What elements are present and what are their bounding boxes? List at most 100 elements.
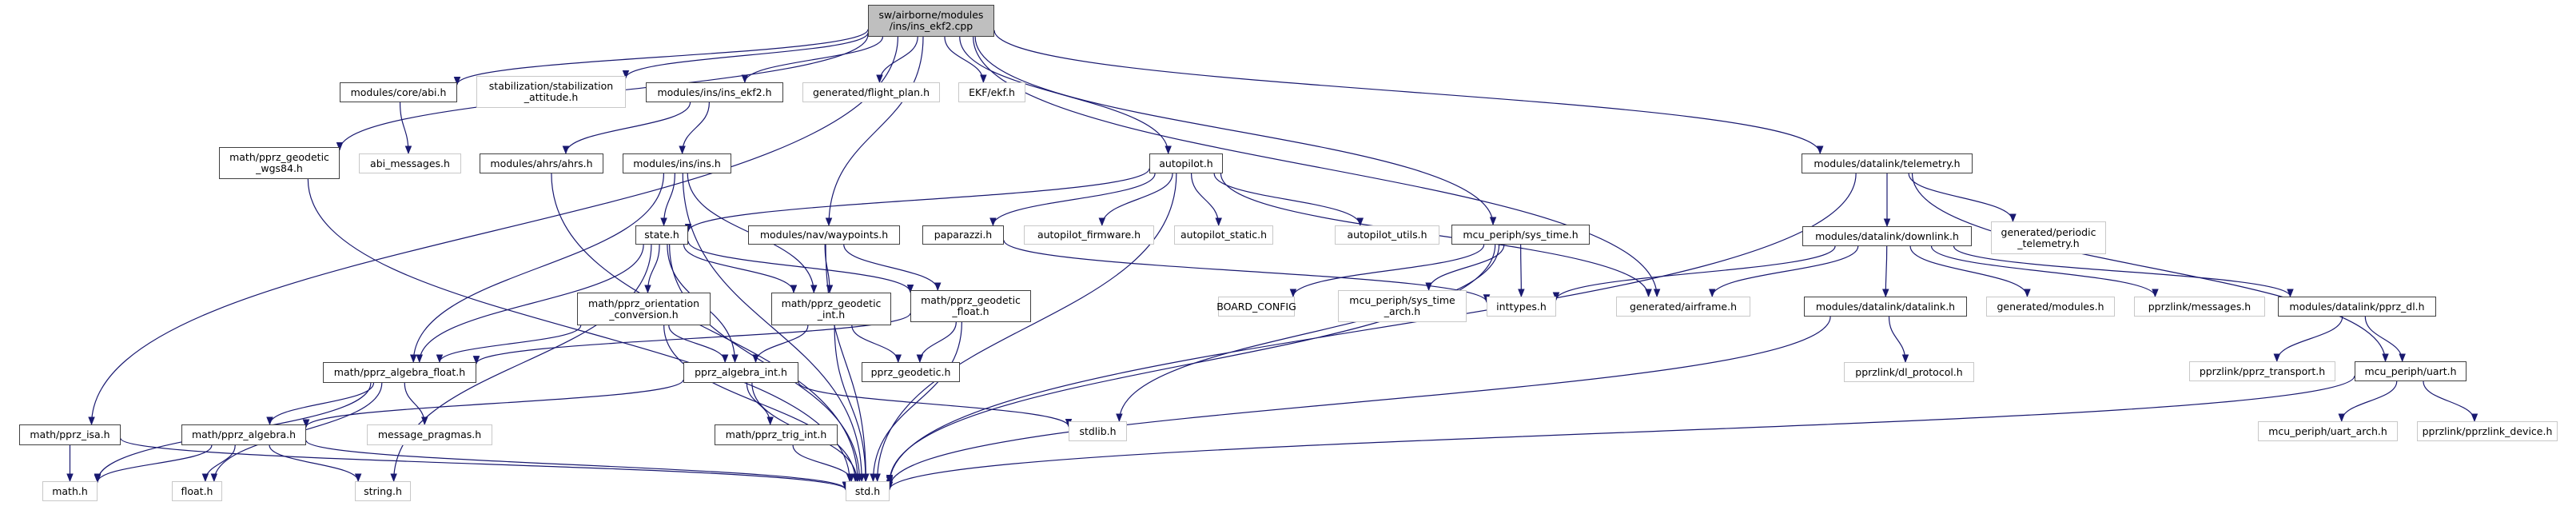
node-paparazzi[interactable]: paparazzi.h: [922, 225, 1004, 245]
node-ins[interactable]: modules/ins/ins.h: [623, 153, 731, 173]
edge-root-to-ins-ekf2h: [741, 36, 884, 84]
edge-root-to-stab-att: [622, 32, 869, 79]
node-geodetic-float[interactable]: math/pprz_geodetic _float.h: [910, 290, 1031, 322]
edge-geodetic-int-to-geodetic: [851, 325, 902, 364]
node-ap-static: autopilot_static.h: [1174, 225, 1273, 245]
node-root[interactable]: sw/airborne/modules /ins/ins_ekf2.cpp: [868, 5, 994, 37]
node-ahrs[interactable]: modules/ahrs/ahrs.h: [480, 153, 603, 173]
node-abi-msgs: abi_messages.h: [359, 153, 461, 173]
edge-uart-to-pl-device: [2423, 380, 2478, 423]
node-autopilot[interactable]: autopilot.h: [1149, 153, 1223, 173]
edge-isa-to-std: [120, 437, 850, 491]
edge-algebra-int-to-stdlib: [798, 381, 1073, 428]
edge-ins-to-algebra-float: [409, 173, 665, 364]
edge-telemetry-to-uart: [1911, 173, 2389, 363]
edge-sys-time-to-std: [886, 244, 1496, 484]
edge-trig-int-to-std: [792, 444, 855, 483]
node-waypoints[interactable]: modules/nav/waypoints.h: [748, 225, 900, 245]
node-downlink[interactable]: modules/datalink/downlink.h: [1802, 226, 1972, 246]
node-inttypes: inttypes.h: [1487, 297, 1556, 317]
edge-autopilot-to-ap-static: [1190, 173, 1223, 227]
edge-autopilot-to-ap-firmware: [1098, 173, 1173, 227]
node-pprz-dl[interactable]: modules/datalink/pprz_dl.h: [2278, 297, 2436, 317]
edge-waypoints-to-geodetic-int: [824, 244, 834, 294]
edge-algebra-to-string: [269, 444, 362, 483]
edge-algebra-to-float: [201, 444, 236, 483]
node-std: std.h: [846, 481, 890, 501]
node-sys-time[interactable]: mcu_periph/sys_time.h: [1451, 225, 1590, 245]
edge-uart-to-std: [886, 375, 2355, 491]
node-ap-utils: autopilot_utils.h: [1335, 225, 1439, 245]
edge-state-to-geodetic-int: [683, 244, 798, 294]
node-ekf: EKF/ekf.h: [958, 82, 1025, 102]
node-flight-plan: generated/flight_plan.h: [802, 82, 940, 102]
node-isa[interactable]: math/pprz_isa.h: [19, 424, 121, 445]
edge-pprz-dl-to-pprz-transport: [2273, 316, 2343, 363]
edge-pprz-dl-to-uart: [2364, 316, 2406, 363]
edge-algebra-float-to-msg-pragmas: [404, 382, 428, 426]
node-uart[interactable]: mcu_periph/uart.h: [2355, 361, 2467, 381]
edge-downlink-to-inttypes: [1552, 245, 1836, 301]
node-float: float.h: [172, 481, 222, 501]
edge-root-to-ekf: [944, 36, 987, 84]
node-geodetic-int[interactable]: math/pprz_geodetic _int.h: [771, 293, 891, 325]
node-datalink[interactable]: modules/datalink/datalink.h: [1804, 297, 1967, 317]
edge-downlink-to-gen-modules: [1909, 245, 2031, 298]
edge-ins-ekf2h-to-ahrs: [562, 102, 691, 155]
node-algebra[interactable]: math/pprz_algebra.h: [181, 424, 306, 445]
node-orientation[interactable]: math/pprz_orientation _conversion.h: [577, 293, 711, 325]
edge-algebra-int-to-trig-int: [746, 382, 774, 426]
edge-algebra-to-math: [94, 444, 213, 484]
edge-root-to-abi: [453, 29, 869, 86]
node-airframe: generated/airframe.h: [1616, 297, 1750, 317]
node-math: math.h: [42, 481, 98, 501]
edge-downlink-to-pprz-dl: [1953, 245, 2294, 298]
node-stab-att: stabilization/stabilization _attitude.h: [476, 76, 626, 108]
edge-autopilot-to-std: [874, 173, 1177, 483]
edge-orientation-to-algebra-float: [436, 325, 582, 364]
node-algebra-float[interactable]: math/pprz_algebra_float.h: [323, 362, 476, 383]
edge-geodetic-int-to-algebra-int: [752, 325, 809, 364]
edge-root-to-waypoints: [825, 36, 924, 227]
edge-geodetic-float-to-std: [870, 321, 962, 483]
edge-abi-to-abi-msgs: [399, 102, 412, 155]
node-abi[interactable]: modules/core/abi.h: [340, 82, 457, 102]
node-telemetry[interactable]: modules/datalink/telemetry.h: [1802, 153, 1973, 173]
edge-sys-time-to-inttypes: [1518, 244, 1525, 298]
edge-sys-time-to-sys-time-arch: [1425, 244, 1505, 292]
edge-state-to-geodetic-float: [687, 241, 914, 293]
edge-uart-to-uart-arch: [2338, 380, 2398, 423]
edge-autopilot-to-state: [684, 168, 1150, 233]
edge-ins-to-state: [660, 173, 675, 227]
edge-root-to-isa: [88, 36, 898, 426]
node-geodetic[interactable]: pprz_geodetic.h: [862, 362, 960, 382]
edge-autopilot-to-paparazzi: [989, 173, 1156, 227]
node-stdlib: stdlib.h: [1069, 421, 1127, 441]
edge-geodetic-float-to-geodetic: [916, 321, 957, 364]
edge-ins-ekf2h-to-ins: [679, 102, 710, 155]
edge-state-to-algebra-float: [416, 244, 644, 364]
edge-datalink-to-dl-protocol: [1888, 316, 1909, 364]
node-trig-int[interactable]: math/pprz_trig_int.h: [715, 424, 838, 445]
edge-root-to-flight-plan: [876, 36, 918, 84]
edge-downlink-to-datalink: [1881, 245, 1889, 298]
edge-datalink-to-std: [886, 316, 1831, 488]
edge-waypoints-to-std: [825, 244, 870, 483]
edge-telemetry-to-std: [886, 173, 1857, 485]
node-state[interactable]: state.h: [635, 225, 688, 245]
edge-wgs84-to-std: [307, 178, 854, 483]
edge-ins-to-std: [682, 173, 866, 483]
node-ins-ekf2h[interactable]: modules/ins/ins_ekf2.h: [646, 82, 783, 102]
edge-root-to-airframe: [973, 36, 1661, 298]
edge-state-to-orientation: [644, 244, 660, 294]
edge-root-to-sys-time: [974, 36, 1497, 226]
node-ap-firmware: autopilot_firmware.h: [1024, 225, 1154, 245]
edge-algebra-float-to-algebra: [266, 382, 375, 426]
node-algebra-int[interactable]: pprz_algebra_int.h: [683, 362, 798, 383]
node-msg-pragmas: message_pragmas.h: [367, 424, 492, 445]
edge-algebra-to-std: [305, 440, 850, 491]
edge-geodetic-int-to-std: [834, 325, 870, 483]
node-pl-device: pprzlink/pprzlink_device.h: [2417, 421, 2558, 441]
node-sys-time-arch: mcu_periph/sys_time _arch.h: [1338, 290, 1467, 322]
node-wgs84[interactable]: math/pprz_geodetic _wgs84.h: [219, 147, 340, 179]
